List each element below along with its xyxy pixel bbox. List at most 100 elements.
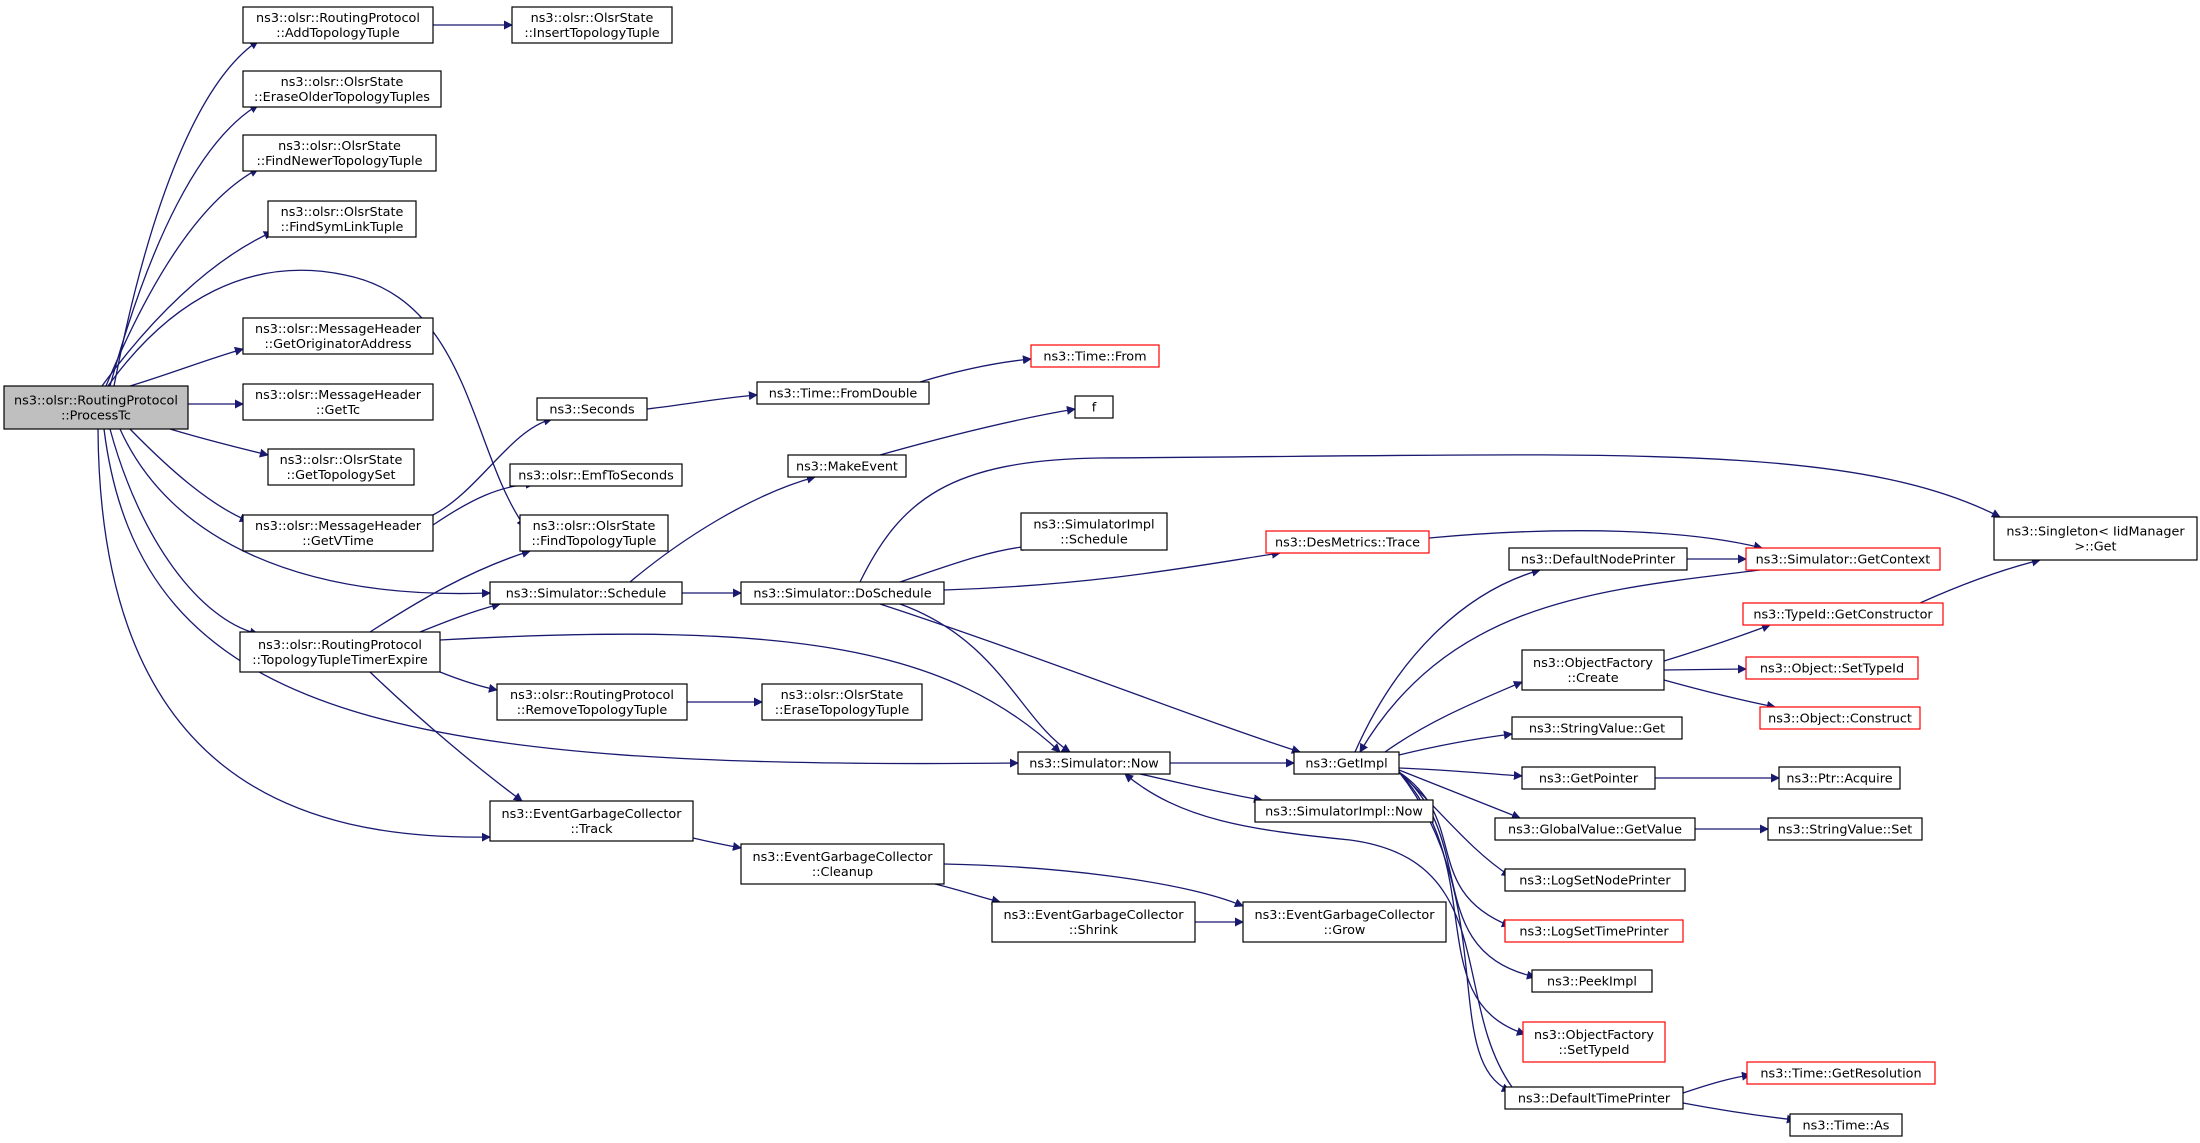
node-egc-shrink[interactable]: ns3::EventGarbageCollector::Shrink	[991, 901, 1196, 943]
node-label: ns3::TypeId::GetConstructor	[1753, 608, 1933, 623]
node-erase-older-topology-tuples[interactable]: ns3::olsr::OlsrState::EraseOlderTopology…	[242, 70, 442, 108]
node-default-node-printer[interactable]: ns3::DefaultNodePrinter	[1508, 547, 1688, 571]
node-box	[509, 463, 683, 487]
node-simulator-do-schedule[interactable]: ns3::Simulator::DoSchedule	[740, 581, 945, 605]
node-get-originator-address[interactable]: ns3::olsr::MessageHeader::GetOriginatorA…	[242, 317, 434, 355]
node-label: ns3::GetImpl	[1305, 757, 1387, 772]
node-label: ns3::olsr::RoutingProtocol	[256, 11, 420, 26]
node-find-topology-tuple[interactable]: ns3::olsr::OlsrState::FindTopologyTuple	[519, 514, 669, 552]
node-global-value-get-value[interactable]: ns3::GlobalValue::GetValue	[1494, 817, 1696, 841]
node-erase-topology-tuple[interactable]: ns3::olsr::OlsrState::EraseTopologyTuple	[761, 683, 923, 721]
node-label: ::Cleanup	[812, 865, 873, 880]
node-box	[740, 843, 945, 885]
node-label: ns3::Seconds	[549, 403, 635, 418]
node-label: ns3::DesMetrics::Trace	[1275, 536, 1420, 551]
node-label: ns3::StringValue::Set	[1778, 823, 1913, 838]
node-label: ns3::DefaultTimePrinter	[1518, 1092, 1671, 1107]
node-default-time-printer[interactable]: ns3::DefaultTimePrinter	[1504, 1086, 1684, 1110]
node-label: ns3::olsr::OlsrState	[281, 205, 404, 220]
node-make-event[interactable]: ns3::MakeEvent	[787, 454, 907, 478]
node-peek-impl[interactable]: ns3::PeekImpl	[1531, 969, 1653, 993]
node-object-construct[interactable]: ns3::Object::Construct	[1759, 706, 1921, 730]
node-time-as[interactable]: ns3::Time::As	[1789, 1113, 1903, 1137]
node-find-sym-link-tuple[interactable]: ns3::olsr::OlsrState::FindSymLinkTuple	[267, 200, 417, 238]
node-label: ns3::EventGarbageCollector	[1254, 908, 1435, 923]
edge-topology-tuple-timer-expire-to-simulator-schedule	[419, 601, 501, 633]
node-insert-topology-tuple[interactable]: ns3::olsr::OlsrState::InsertTopologyTupl…	[511, 6, 673, 44]
edge-get-impl-to-log-set-node-printer	[1398, 771, 1511, 877]
node-simulator-now[interactable]: ns3::Simulator::Now	[1017, 751, 1171, 775]
node-singleton-get[interactable]: ns3::Singleton< IidManager >::Get	[1993, 516, 2198, 561]
node-label: ns3::Time::FromDouble	[769, 387, 918, 402]
node-string-value-get[interactable]: ns3::StringValue::Get	[1511, 716, 1683, 740]
node-remove-topology-tuple[interactable]: ns3::olsr::RoutingProtocol::RemoveTopolo…	[496, 683, 688, 721]
edge-topology-tuple-timer-expire-to-egc-track	[369, 671, 523, 802]
node-des-metrics-trace[interactable]: ns3::DesMetrics::Trace	[1265, 530, 1430, 554]
node-seconds[interactable]: ns3::Seconds	[536, 397, 648, 421]
edge-get-impl-to-default-node-printer	[1354, 567, 1541, 753]
node-label: ns3::olsr::OlsrState	[531, 11, 654, 26]
node-box	[1504, 919, 1684, 943]
node-simulator-schedule[interactable]: ns3::Simulator::Schedule	[489, 581, 683, 605]
node-label: ::FindNewerTopologyTuple	[257, 154, 423, 169]
node-box	[1521, 649, 1665, 691]
node-time-from-double[interactable]: ns3::Time::FromDouble	[756, 381, 930, 405]
node-box	[1789, 1113, 1903, 1137]
node-object-set-type-id[interactable]: ns3::Object::SetTypeId	[1745, 656, 1919, 680]
node-simulator-impl-schedule[interactable]: ns3::SimulatorImpl::Schedule	[1020, 512, 1168, 551]
edge-egc-track-to-egc-cleanup	[692, 837, 742, 851]
node-label: ns3::olsr::EmfToSeconds	[518, 469, 674, 484]
node-ptr-acquire[interactable]: ns3::Ptr::Acquire	[1778, 766, 1901, 790]
node-box	[239, 631, 441, 673]
node-egc-cleanup[interactable]: ns3::EventGarbageCollector::Cleanup	[740, 843, 945, 885]
edge-simulator-do-schedule-to-simulator-now	[899, 603, 1071, 753]
node-log-set-time-printer[interactable]: ns3::LogSetTimePrinter	[1504, 919, 1684, 943]
node-box	[1746, 1061, 1936, 1085]
node-label: ns3::GlobalValue::GetValue	[1508, 823, 1682, 838]
node-label: ns3::olsr::OlsrState	[281, 75, 404, 90]
node-topology-tuple-timer-expire[interactable]: ns3::olsr::RoutingProtocol::TopologyTupl…	[239, 631, 441, 673]
node-simulator-impl-now[interactable]: ns3::SimulatorImpl::Now	[1254, 799, 1434, 823]
node-label: ns3::olsr::RoutingProtocol	[14, 394, 178, 409]
edge-process-tc-to-find-sym-link-tuple	[101, 231, 273, 387]
node-f[interactable]: f	[1074, 395, 1114, 419]
edge-simulator-schedule-to-make-event	[629, 474, 816, 583]
node-get-topology-set[interactable]: ns3::olsr::OlsrState::GetTopologySet	[267, 448, 415, 486]
node-get-pointer[interactable]: ns3::GetPointer	[1521, 766, 1656, 790]
node-object-factory-set-type-id[interactable]: ns3::ObjectFactory::SetTypeId	[1522, 1021, 1666, 1063]
node-time-from[interactable]: ns3::Time::From	[1030, 344, 1160, 368]
node-box	[1242, 901, 1447, 943]
node-get-tc[interactable]: ns3::olsr::MessageHeader::GetTc	[242, 383, 434, 421]
node-object-factory-create[interactable]: ns3::ObjectFactory::Create	[1521, 649, 1665, 691]
edge-default-time-printer-to-time-get-resolution	[1682, 1071, 1751, 1094]
node-box	[761, 683, 923, 721]
node-emf-to-seconds[interactable]: ns3::olsr::EmfToSeconds	[509, 463, 683, 487]
node-box	[1745, 656, 1919, 680]
node-find-newer-topology-tuple[interactable]: ns3::olsr::OlsrState::FindNewerTopologyT…	[242, 134, 437, 172]
edge-get-impl-to-global-value-get-value	[1398, 769, 1521, 820]
node-add-topology-tuple[interactable]: ns3::olsr::RoutingProtocol::AddTopologyT…	[242, 6, 434, 44]
edge-topology-tuple-timer-expire-to-remove-topology-tuple	[439, 671, 498, 693]
node-time-get-resolution[interactable]: ns3::Time::GetResolution	[1746, 1061, 1936, 1085]
node-string-value-set[interactable]: ns3::StringValue::Set	[1767, 817, 1923, 841]
node-get-vtime[interactable]: ns3::olsr::MessageHeader::GetVTime	[242, 514, 434, 552]
node-label: ns3::olsr::OlsrState	[533, 519, 656, 534]
node-label: ns3::EventGarbageCollector	[1003, 908, 1184, 923]
edge-process-tc-to-erase-older-topology-tuples	[109, 104, 259, 387]
node-simulator-get-context[interactable]: ns3::Simulator::GetContext	[1745, 547, 1941, 571]
node-label: ns3::Time::From	[1043, 350, 1146, 365]
node-box	[1511, 716, 1683, 740]
node-label: ::EraseTopologyTuple	[775, 703, 910, 718]
node-box	[740, 581, 945, 605]
node-box	[1745, 547, 1941, 571]
node-egc-track[interactable]: ns3::EventGarbageCollector::Track	[489, 800, 694, 842]
node-get-impl[interactable]: ns3::GetImpl	[1293, 751, 1400, 775]
node-box	[1522, 1021, 1666, 1063]
node-egc-grow[interactable]: ns3::EventGarbageCollector::Grow	[1242, 901, 1447, 943]
node-label: ns3::Time::As	[1803, 1119, 1890, 1134]
node-box	[511, 6, 673, 44]
node-label: ns3::MakeEvent	[796, 460, 898, 475]
node-log-set-node-printer[interactable]: ns3::LogSetNodePrinter	[1504, 868, 1686, 892]
node-box	[489, 581, 683, 605]
node-typeid-get-constructor[interactable]: ns3::TypeId::GetConstructor	[1742, 602, 1944, 626]
